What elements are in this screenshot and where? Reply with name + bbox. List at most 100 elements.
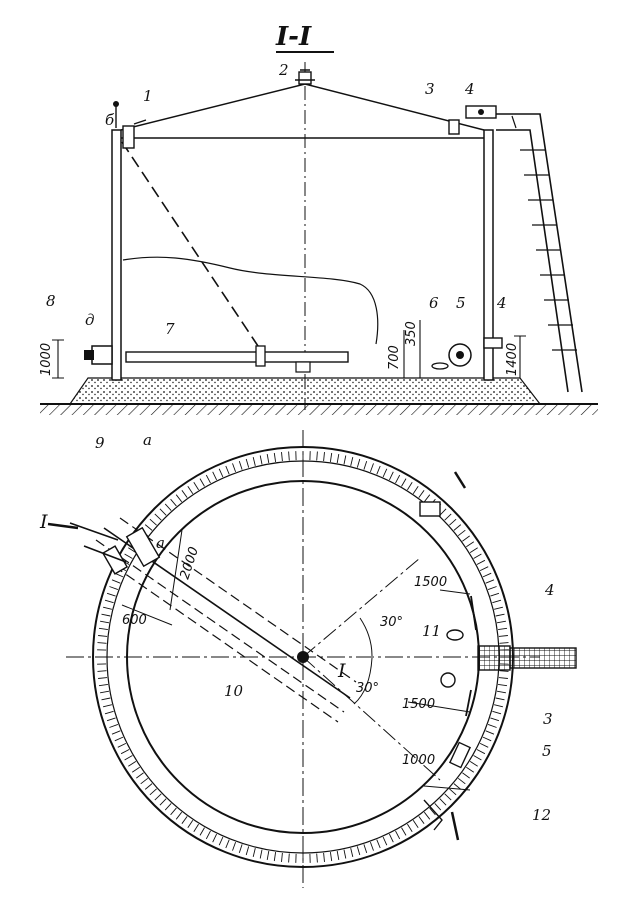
callout-3: 3: [425, 80, 435, 98]
embankment-tick: [369, 841, 374, 851]
embankment-tick: [498, 683, 508, 687]
embankment-tick: [144, 783, 153, 790]
section-title: I-I: [275, 22, 312, 52]
axis-30-down: [302, 656, 441, 781]
dim-1000: 1000: [39, 343, 54, 376]
embankment-tick: [175, 494, 183, 503]
float-clamp: [255, 345, 266, 367]
embankment-tick: [124, 553, 133, 559]
embankment-tick: [323, 452, 325, 462]
embankment-tick: [144, 524, 153, 531]
embankment-tick: [476, 749, 486, 755]
embankment-tick: [273, 452, 277, 462]
embankment-tick: [336, 454, 340, 464]
callout-4-plan: 4: [544, 581, 555, 599]
embankment-tick: [444, 793, 452, 801]
embankment-tick: [376, 465, 381, 475]
embankment-tick: [181, 490, 188, 498]
embankment-tick: [418, 490, 425, 498]
embankment-tick: [473, 553, 482, 559]
embankment-tick: [329, 852, 333, 862]
embankment-ticks: [97, 451, 509, 863]
embankment-tick: [170, 498, 177, 507]
callout-11: 11: [422, 622, 441, 640]
callout-1: 1: [143, 87, 153, 105]
stair-ladder: [496, 113, 583, 393]
embankment-tick: [102, 606, 113, 610]
plan-dimension-lines: [121, 529, 471, 791]
pipe-support: [295, 361, 311, 373]
embankment-tick: [369, 463, 374, 473]
embankment-tick: [395, 830, 401, 840]
embankment-tick: [104, 599, 114, 604]
dim-1000-line: [52, 339, 64, 379]
dim-350: 350: [404, 321, 419, 346]
embankment-tick: [363, 460, 368, 470]
callout-10: 10: [224, 682, 244, 700]
embankment-tick: [181, 816, 188, 824]
embankment-tick: [104, 710, 114, 715]
embankment-tick: [412, 820, 419, 829]
embankment-tick: [175, 811, 183, 820]
embankment-tick: [343, 455, 347, 465]
embankment-tick: [131, 766, 140, 773]
arrester-bolt: [478, 109, 484, 115]
embankment-tick: [102, 704, 113, 708]
control-cable: [121, 141, 263, 353]
embankment-tick: [482, 572, 492, 578]
angle-30-top: 30°: [380, 615, 403, 630]
embankment-tick: [259, 849, 263, 859]
dim-1500-bottom: 1500: [402, 697, 435, 712]
embankment-tick: [120, 749, 130, 755]
embankment-tick: [444, 513, 452, 521]
embankment-tick: [487, 586, 497, 591]
embankment-tick: [376, 839, 381, 849]
embankment-tick: [482, 736, 492, 742]
embankment-tick: [453, 783, 462, 790]
embankment-tick: [498, 677, 508, 679]
embankment-tick: [159, 508, 167, 516]
embankment-tick: [109, 723, 119, 728]
embankment-tick: [423, 494, 431, 503]
embankment-tick: [259, 455, 263, 465]
angle-arcs: [353, 617, 373, 705]
embankment-tick: [98, 677, 108, 679]
section-mark-line: [47, 522, 79, 530]
embankment-tick: [281, 852, 283, 862]
roof-hatch-plan: [440, 672, 456, 688]
embankment-tick: [453, 524, 462, 531]
embankment-tick: [493, 606, 504, 610]
embankment-tick: [382, 468, 388, 478]
inlet-valve: [91, 345, 113, 365]
embankment-tick: [245, 846, 250, 856]
embankment-tick: [473, 755, 482, 761]
embankment-tick: [193, 482, 199, 491]
embankment-tick: [439, 798, 447, 806]
embankment-tick: [496, 690, 506, 694]
embankment-tick: [407, 823, 413, 832]
callout-8: 8: [46, 292, 56, 310]
embankment-tick: [336, 850, 340, 860]
angle-30-bottom: 30°: [356, 681, 379, 696]
embankment-tick: [457, 529, 466, 537]
embankment-tick: [111, 730, 121, 735]
embankment-tick: [225, 839, 230, 849]
embankment-tick: [498, 627, 508, 631]
embankment-tick: [323, 852, 325, 862]
embankment-tick: [495, 613, 505, 617]
winch-box: [122, 125, 135, 149]
embankment-tick: [97, 642, 107, 644]
embankment-tick: [498, 635, 508, 637]
dim-700: 700: [387, 345, 402, 370]
breather-valve-plan: [446, 629, 464, 641]
dim-1500-top: 1500: [414, 575, 447, 590]
embankment-tick: [187, 485, 194, 494]
embankment-tick: [329, 452, 333, 462]
outlet-valve: [483, 337, 503, 349]
embankment-tick: [449, 518, 457, 526]
embankment-tick: [496, 620, 506, 624]
dim-1400: 1400: [505, 343, 520, 376]
embankment-tick: [252, 847, 256, 858]
embankment-tick: [101, 697, 111, 701]
embankment-tick: [343, 849, 347, 859]
